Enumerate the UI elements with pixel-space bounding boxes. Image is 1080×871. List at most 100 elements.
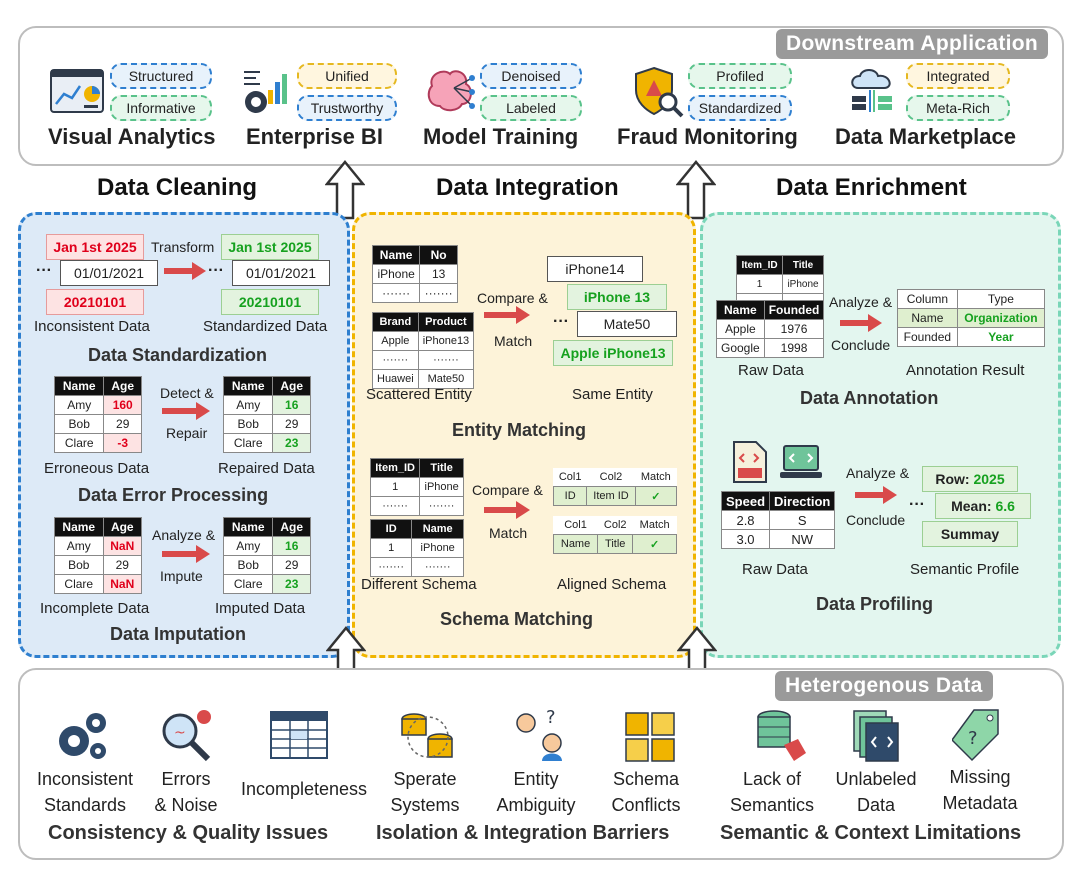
dashboard-icon (50, 69, 104, 113)
ellipsis: ··· (36, 262, 52, 279)
label-errors-noise: Errors& Noise (154, 769, 218, 815)
profile-mean: Mean: 6.6 (935, 493, 1031, 519)
group-consistency-quality: Consistency & Quality Issues (48, 822, 329, 844)
caption-scattered-entity: Scattered Entity (366, 386, 472, 403)
pill-integrated: Integrated (906, 63, 1010, 89)
title-data-error-processing: Data Error Processing (78, 485, 269, 505)
pill-denoised: Denoised (480, 63, 582, 89)
svg-text:?: ? (968, 728, 978, 749)
op-compare: Compare & (477, 290, 548, 306)
pill-trustworthy: Trustworthy (297, 95, 397, 121)
title-data-annotation: Data Annotation (800, 388, 939, 408)
inconsistent-compact-date: 20210101 (46, 289, 144, 315)
pill-informative: Informative (110, 95, 212, 121)
arrow-icon (164, 262, 206, 280)
pill-unified: Unified (297, 63, 397, 89)
op-conclude: Conclude (831, 337, 891, 353)
section-title-integration: Data Integration (436, 174, 619, 201)
caption-standardized-data: Standardized Data (203, 318, 328, 335)
op-match: Match (489, 525, 528, 541)
puzzle-icon (625, 712, 675, 762)
caption-repaired-data: Repaired Data (218, 460, 315, 477)
svg-text:?: ? (546, 707, 556, 728)
caption-raw-data: Raw Data (738, 362, 804, 379)
caption-different-schema: Different Schema (361, 576, 477, 593)
standard-compact-date: 20210101 (221, 289, 319, 315)
svg-text:~: ~ (174, 725, 186, 741)
caption-raw-data: Raw Data (742, 561, 808, 578)
caption-aligned-schema: Aligned Schema (557, 576, 667, 593)
laptop-code-icon (780, 445, 822, 478)
arrow-icon (855, 486, 897, 504)
entity-iphone14: iPhone14 (547, 256, 643, 282)
op-compare: Compare & (472, 482, 543, 498)
code-files-icon (853, 710, 899, 762)
ellipsis: ··· (553, 313, 569, 330)
database-tag-icon (757, 710, 806, 761)
entity-iphone13: iPhone 13 (567, 284, 667, 310)
heterogenous-data-tag: Heterogenous Data (775, 671, 993, 701)
op-detect: Detect & (160, 385, 214, 401)
people-question-icon: ? (516, 707, 562, 761)
label-incompleteness: Incompleteness (240, 779, 368, 799)
op-impute: Impute (160, 568, 203, 584)
table-icon (270, 711, 328, 759)
html-file-icon (733, 441, 767, 483)
app-model-training: Model Training (423, 124, 579, 149)
cloud-data-icon (851, 69, 892, 112)
entity-mate50: Mate50 (577, 311, 677, 337)
caption-erroneous-data: Erroneous Data (44, 460, 150, 477)
title-data-profiling: Data Profiling (816, 594, 934, 614)
downstream-application-tag: Downstream Application (776, 29, 1049, 59)
caption-inconsistent-data: Inconsistent Data (34, 318, 150, 335)
brain-network-icon (427, 70, 475, 112)
title-data-standardization: Data Standardization (88, 345, 268, 365)
gears-icon (59, 713, 106, 759)
op-analyze: Analyze & (829, 294, 893, 310)
op-analyze: Analyze & (846, 465, 910, 481)
ellipsis: ··· (909, 496, 925, 513)
app-fraud-monitoring: Fraud Monitoring (617, 124, 798, 149)
section-title-enrichment: Data Enrichment (776, 174, 967, 201)
standard-slash-date: 01/01/2021 (232, 260, 330, 286)
profile-summary: Summay (922, 521, 1018, 547)
question-tag-icon: ? (952, 709, 999, 762)
title-data-imputation: Data Imputation (110, 624, 247, 644)
pill-labeled: Labeled (480, 95, 582, 121)
transform-label: Transform (151, 239, 215, 255)
ellipsis: ··· (208, 262, 224, 279)
caption-annotation-result: Annotation Result (906, 362, 1025, 379)
arrow-icon (484, 501, 530, 519)
op-conclude: Conclude (846, 512, 906, 528)
magnifier-error-icon: ~ (162, 710, 211, 762)
section-title-cleaning: Data Cleaning (97, 174, 258, 201)
profile-row-count: Row: 2025 (922, 466, 1018, 492)
pill-profiled: Profiled (688, 63, 792, 89)
pill-meta-rich: Meta-Rich (906, 95, 1010, 121)
up-arrow-icon (676, 160, 716, 220)
up-arrow-icon (325, 160, 365, 220)
caption-imputed-data: Imputed Data (215, 600, 306, 617)
inconsistent-date-text: Jan 1st 2025 (46, 234, 144, 260)
op-match: Match (494, 333, 533, 349)
standard-date-text: Jan 1st 2025 (221, 234, 319, 260)
arrow-icon (162, 402, 210, 420)
caption-incomplete-data: Incomplete Data (40, 600, 150, 617)
op-repair: Repair (166, 425, 208, 441)
inconsistent-slash-date: 01/01/2021 (60, 260, 158, 286)
